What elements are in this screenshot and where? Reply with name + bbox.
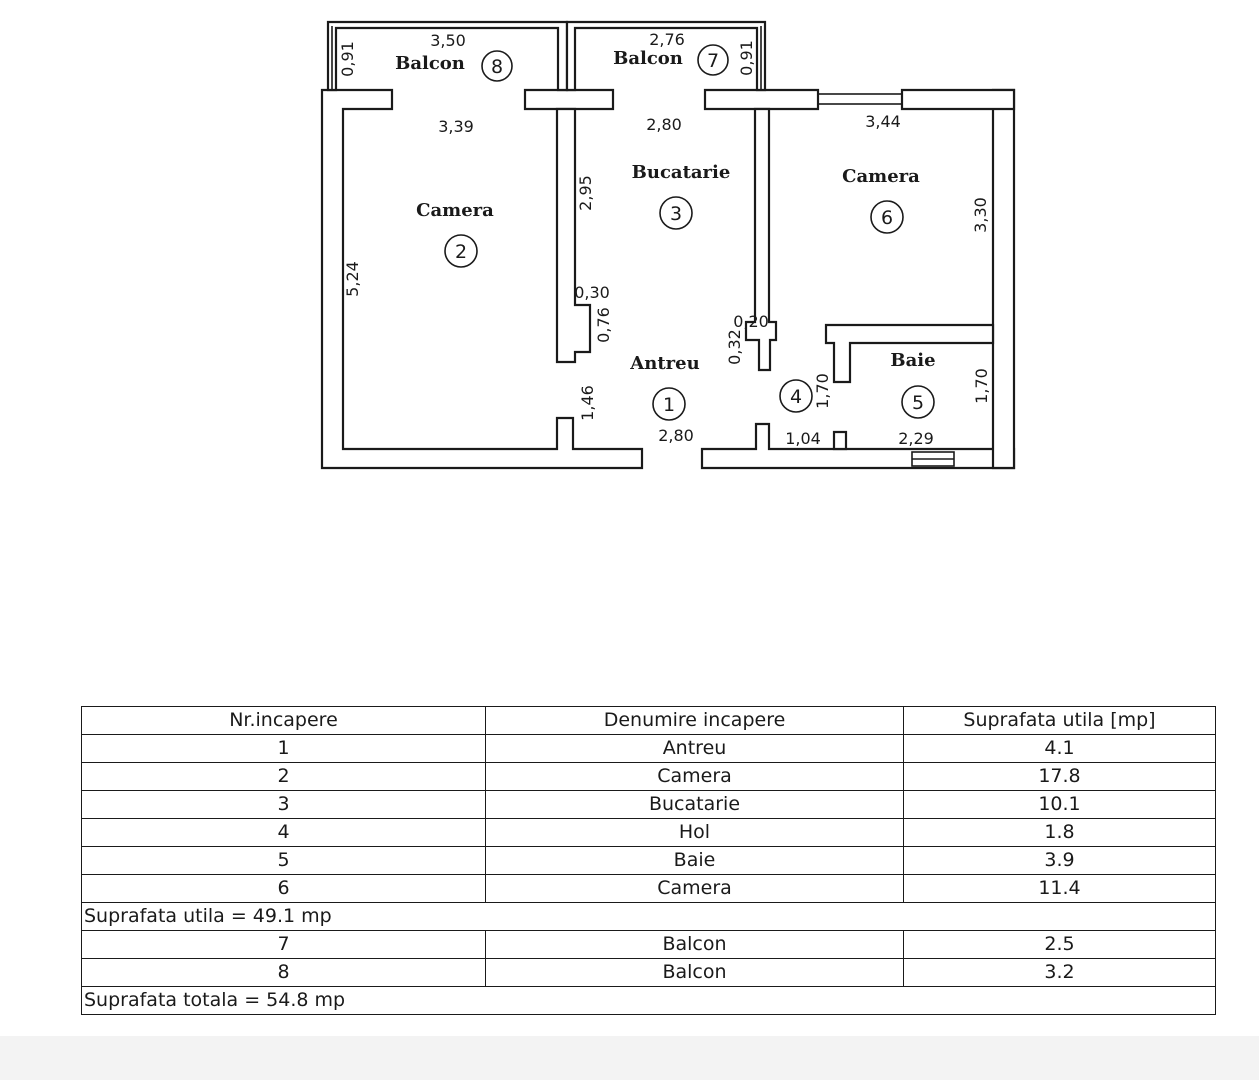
column-header-name: Denumire incapere (485, 706, 904, 735)
dimension-label: 1,46 (578, 385, 597, 421)
dimension-label: 5,24 (343, 261, 362, 297)
outer-wall (700, 422, 1016, 470)
interior-wall (523, 88, 615, 111)
balcony-outline (565, 20, 767, 92)
table-row: 8 Balcon 3.2 (81, 958, 1216, 987)
cell-area: 1.8 (903, 818, 1216, 847)
table-row: 5 Baie 3.9 (81, 846, 1216, 875)
dimension-label: 3,50 (430, 31, 466, 50)
subtotal-row: Suprafata utila = 49.1 mp (81, 902, 1216, 931)
cell-nr: 4 (81, 818, 486, 847)
cell-area: 2.5 (903, 930, 1216, 959)
column-header-nr: Nr.incapere (81, 706, 486, 735)
interior-wall (555, 107, 592, 364)
room-number-4: 4 (790, 386, 802, 408)
room-number-8: 8 (491, 56, 503, 78)
room-label-bucatarie: Bucatarie (632, 162, 731, 183)
column-header-area: Suprafata utila [mp] (903, 706, 1216, 735)
table-row: 6 Camera 11.4 (81, 874, 1216, 903)
cell-name: Bucatarie (485, 790, 904, 819)
cell-name: Hol (485, 818, 904, 847)
dimension-label: 3,44 (865, 112, 901, 131)
room-number-7: 7 (707, 50, 719, 72)
interior-wall (744, 107, 778, 372)
cell-name: Balcon (485, 930, 904, 959)
room-area-table: Nr.incapere Denumire incapere Suprafata … (81, 706, 1216, 1015)
cell-nr: 7 (81, 930, 486, 959)
room-label-antreu: Antreu (629, 353, 699, 374)
window (817, 93, 903, 105)
dimension-label: 2,95 (576, 175, 595, 211)
interior-wall (832, 430, 848, 451)
cell-name: Camera (485, 874, 904, 903)
room-number-1: 1 (663, 394, 675, 416)
dimension-label: 0,20 (733, 312, 769, 331)
cell-area: 11.4 (903, 874, 1216, 903)
room-label-camera-6: Camera (842, 166, 920, 187)
cell-nr: 3 (81, 790, 486, 819)
cell-area: 3.9 (903, 846, 1216, 875)
table-row: 7 Balcon 2.5 (81, 930, 1216, 959)
page-bottom-edge (0, 1036, 1259, 1080)
total-row: Suprafata totala = 54.8 mp (81, 986, 1216, 1015)
cell-nr: 1 (81, 734, 486, 763)
table-header-row: Nr.incapere Denumire incapere Suprafata … (81, 706, 1216, 735)
room-number-3: 3 (670, 203, 682, 225)
cell-area: 3.2 (903, 958, 1216, 987)
room-label-balcon-7: Balcon (613, 48, 683, 69)
cell-nr: 8 (81, 958, 486, 987)
cell-name: Antreu (485, 734, 904, 763)
room-number-6: 6 (881, 207, 893, 229)
table-row: 1 Antreu 4.1 (81, 734, 1216, 763)
room-number-2: 2 (455, 241, 467, 263)
outer-wall (900, 88, 1016, 111)
dimension-label: 0,30 (574, 283, 610, 302)
cell-nr: 2 (81, 762, 486, 791)
dimension-label: 2,76 (649, 30, 685, 49)
room-label-camera-2: Camera (416, 200, 494, 221)
room-number-circle (779, 379, 813, 413)
room-number-circle (444, 234, 478, 268)
table-row: 3 Bucatarie 10.1 (81, 790, 1216, 819)
subtotal-text: Suprafata utila = 49.1 mp (81, 902, 1216, 931)
table-row: 4 Hol 1.8 (81, 818, 1216, 847)
room-number-circle (652, 387, 686, 421)
floor-plan: Balcon 8 Balcon 7 Camera 2 Bucatarie 3 C… (320, 20, 1016, 470)
cell-name: Baie (485, 846, 904, 875)
room-number-5: 5 (912, 392, 924, 414)
room-number-circle (659, 196, 693, 230)
dimension-label: 1,70 (972, 368, 991, 404)
dimension-label: 2,29 (898, 429, 934, 448)
table-row: 2 Camera 17.8 (81, 762, 1216, 791)
cell-name: Balcon (485, 958, 904, 987)
outer-wall (991, 88, 1016, 470)
room-number-circle (481, 50, 513, 82)
outer-wall (320, 88, 644, 470)
dimension-label: 1,04 (785, 429, 821, 448)
dimension-label: 2,80 (658, 426, 694, 445)
room-label-balcon-8: Balcon (395, 53, 465, 74)
room-label-baie: Baie (890, 350, 935, 371)
outer-wall (703, 88, 820, 111)
cell-nr: 5 (81, 846, 486, 875)
dimension-label: 0,76 (594, 307, 613, 343)
cell-name: Camera (485, 762, 904, 791)
room-number-circle (697, 44, 729, 76)
dimension-label: 2,80 (646, 115, 682, 134)
dimension-label: 1,70 (813, 373, 832, 409)
cell-area: 10.1 (903, 790, 1216, 819)
dimension-label: 0,91 (338, 41, 357, 77)
cell-area: 17.8 (903, 762, 1216, 791)
dimension-label: 0,32 (725, 329, 744, 365)
interior-wall (824, 323, 995, 384)
cell-area: 4.1 (903, 734, 1216, 763)
cell-nr: 6 (81, 874, 486, 903)
dimension-label: 0,91 (737, 40, 756, 76)
total-text: Suprafata totala = 54.8 mp (81, 986, 1216, 1015)
room-number-circle (870, 200, 904, 234)
dimension-label: 3,30 (971, 197, 990, 233)
room-number-circle (901, 385, 935, 419)
dimension-label: 3,39 (438, 117, 474, 136)
